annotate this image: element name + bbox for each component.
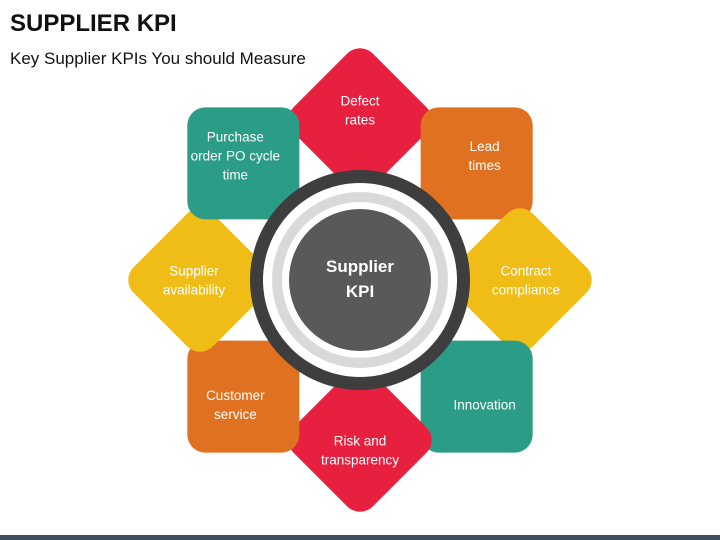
petal-shape (128, 208, 272, 352)
petal-pointer (443, 174, 466, 197)
petal-risk-and-transparency: Risk and transparency (288, 368, 432, 512)
petal-label-line: Lead (470, 139, 500, 154)
center-hub: Supplier KPI (250, 170, 470, 390)
petal-shape (288, 368, 432, 512)
page-title: SUPPLIER KPI (10, 10, 177, 37)
petal-label-line: Contract (500, 264, 551, 279)
petal-shape (288, 48, 432, 192)
petal-label-line: Risk and (334, 434, 387, 449)
petal-label-line: times (469, 158, 502, 173)
petal-label-line: transparency (321, 453, 399, 468)
petal-label-line: Customer (206, 388, 265, 403)
petal-shape (448, 208, 592, 352)
petal-pointer (346, 398, 374, 415)
petal-label-line: time (223, 167, 249, 182)
petal-pointer (478, 266, 495, 294)
petal-defect-rates: Defect rates (288, 48, 432, 192)
petal-purchase-order-cycle: Purchase order PO cycle time (187, 107, 300, 220)
petal-pointer (443, 363, 466, 386)
petal-contract-compliance: Contract compliance (448, 208, 592, 352)
petal-label-line: Innovation (454, 398, 516, 413)
petal-label-line: Supplier (169, 264, 219, 279)
petal-customer-service: Customer service (187, 340, 300, 453)
page-subtitle: Key Supplier KPIs You should Measure (10, 49, 306, 68)
petal-pointer (346, 145, 374, 162)
petal-label-line: rates (345, 113, 375, 128)
bottom-bar (0, 535, 720, 540)
petal-label-line: compliance (492, 283, 560, 298)
petal-supplier-availability: Supplier availability (128, 208, 272, 352)
petal-pointer (225, 266, 242, 294)
petal-pointer (254, 174, 277, 197)
hub-core (289, 209, 431, 351)
petal-innovation: Innovation (420, 340, 533, 453)
petal-label-line: order PO cycle (191, 148, 280, 163)
petal-label-line: service (214, 407, 257, 422)
petal-lead-times: Lead times (420, 107, 533, 220)
petal-pointer (254, 363, 277, 386)
center-label-line-1: Supplier (326, 257, 394, 276)
petal-label-line: Purchase (207, 129, 264, 144)
center-label-line-2: KPI (346, 282, 374, 301)
petal-label-line: Defect (340, 94, 379, 109)
petal-label-line: availability (163, 283, 226, 298)
